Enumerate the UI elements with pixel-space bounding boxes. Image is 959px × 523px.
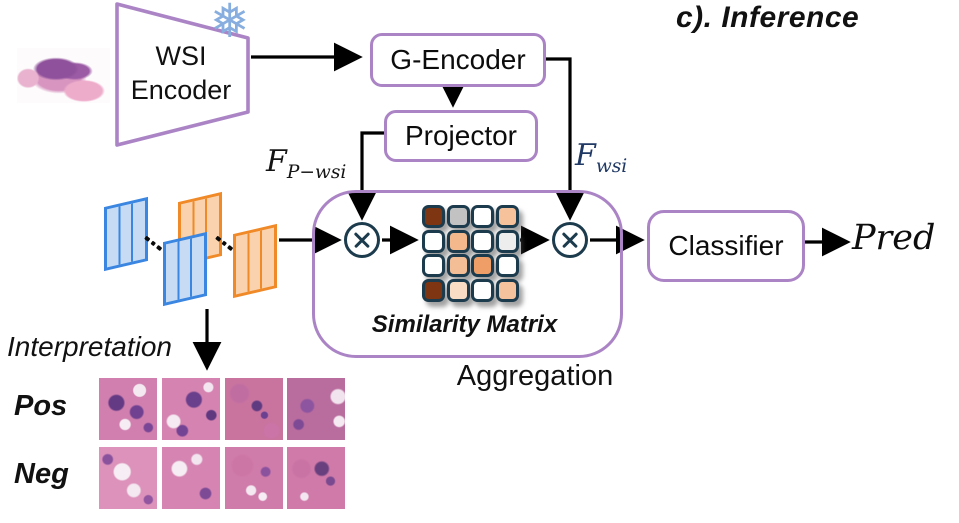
aggregation-label: Aggregation	[456, 360, 614, 392]
figure-title: c). Inference	[676, 1, 860, 34]
pos-row-label: Pos	[14, 390, 68, 422]
neg-patch-1	[99, 447, 157, 509]
aggregation-module-box	[312, 190, 623, 358]
neg-patch-3	[225, 447, 283, 509]
pos-patch-4	[287, 378, 345, 440]
matrix-cell	[495, 278, 519, 302]
neg-patch-4	[287, 447, 345, 509]
g-encoder-box: G-Encoder	[370, 33, 546, 87]
wsi-encoder-trapezoid	[115, 2, 250, 147]
interpretation-label: Interpretation	[7, 331, 172, 362]
pos-patch-2	[162, 378, 220, 440]
matrix-cell	[471, 254, 494, 277]
multiply-operator-icon-2	[552, 222, 588, 258]
snowflake-icon: ❅	[210, 0, 250, 47]
matrix-cell	[446, 205, 470, 228]
matrix-cell	[446, 254, 470, 277]
matrix-cell	[471, 229, 494, 253]
patch-token-blue-2	[163, 231, 207, 307]
matrix-cell	[471, 278, 494, 302]
prediction-output-label: Pred	[852, 218, 936, 258]
wsi-encoder-label: WSI Encoder	[130, 41, 232, 105]
matrix-cell	[495, 254, 519, 277]
multiply-operator-icon-1	[344, 222, 380, 258]
patch-token-orange-2	[233, 223, 277, 299]
g-encoder-label: G-Encoder	[390, 44, 526, 75]
projector-box: Projector	[384, 110, 538, 162]
matrix-cell	[446, 278, 470, 302]
pos-patch-1	[99, 378, 157, 440]
matrix-cell	[422, 229, 445, 253]
matrix-cell	[446, 229, 470, 253]
neg-patch-2	[162, 447, 220, 509]
matrix-cell	[471, 205, 494, 228]
similarity-matrix-label: Similarity Matrix	[371, 311, 558, 338]
projector-label: Projector	[404, 120, 518, 151]
matrix-cell	[495, 229, 519, 253]
patch-token-blue-1	[104, 196, 148, 272]
feature-label-f-p-wsi: FP−wsi	[266, 144, 347, 183]
similarity-matrix-grid	[422, 205, 519, 302]
neg-row-label: Neg	[14, 458, 69, 490]
matrix-cell	[422, 205, 445, 228]
classifier-label: Classifier	[668, 230, 784, 261]
matrix-cell	[495, 205, 519, 228]
wsi-slide-thumbnail	[17, 48, 110, 103]
classifier-box: Classifier	[647, 210, 805, 282]
matrix-cell	[422, 254, 445, 277]
pos-patch-3	[225, 378, 283, 440]
matrix-cell	[422, 278, 445, 302]
feature-label-f-wsi: Fwsi	[575, 138, 628, 177]
